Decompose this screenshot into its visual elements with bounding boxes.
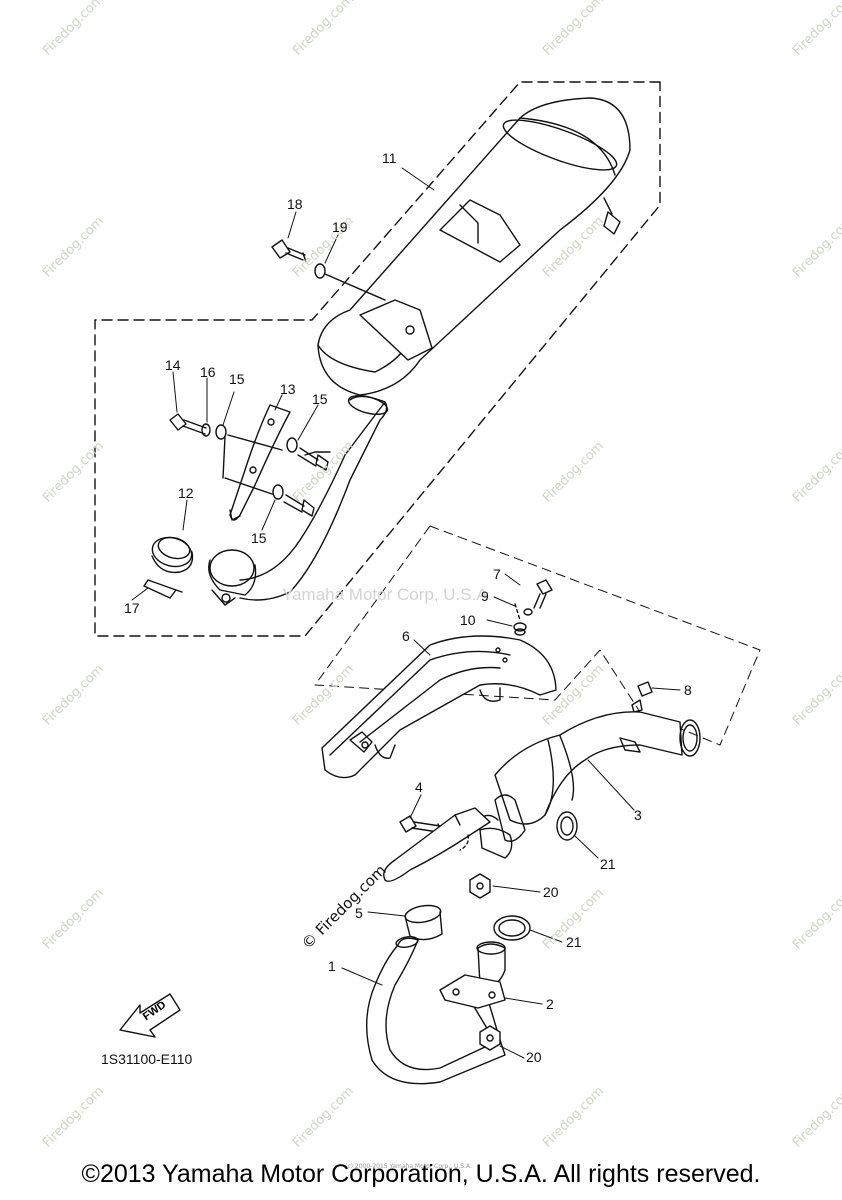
callout-5: 5	[355, 905, 363, 921]
callout-11: 11	[382, 150, 397, 166]
muffler-mount-bolt	[271, 239, 386, 301]
muffler-group-outline	[94, 81, 661, 637]
callout-21: 21	[566, 934, 582, 950]
callout-17: 17	[124, 600, 140, 616]
muffler-inlet-pipe	[239, 394, 389, 601]
pipe-sleeve	[404, 904, 443, 941]
callout-16: 16	[200, 364, 216, 380]
muffler-clamp	[143, 536, 257, 606]
callout-9: 9	[481, 588, 489, 604]
callout-1: 1	[328, 958, 336, 974]
exhaust-pipe-middle	[479, 711, 701, 859]
gasket-upper	[556, 811, 578, 841]
bracket-bolt	[631, 681, 653, 713]
exhaust-flange	[439, 941, 506, 1009]
flange-nut-lower	[479, 1025, 501, 1051]
callout-20: 20	[526, 1049, 542, 1065]
flange-nut-upper	[469, 873, 491, 899]
copyright-footer: ©2013 Yamaha Motor Corporation, U.S.A. A…	[81, 1160, 761, 1188]
callout-15: 15	[229, 371, 245, 387]
exhaust-protector	[321, 635, 557, 779]
callout-19: 19	[332, 219, 348, 235]
callout-15: 15	[251, 530, 267, 546]
callout-2: 2	[546, 996, 554, 1012]
callout-3: 3	[634, 807, 642, 823]
callout-6: 6	[402, 628, 410, 644]
callout-21: 21	[600, 856, 616, 872]
callout-18: 18	[287, 196, 303, 212]
callout-7: 7	[493, 566, 501, 582]
callout-10: 10	[460, 612, 476, 628]
protector-fasteners	[169, 413, 331, 517]
callout-13: 13	[280, 381, 296, 397]
callout-8: 8	[684, 682, 692, 698]
callout-12: 12	[178, 485, 194, 501]
center-watermark: Yamaha Motor Corp, U.S.A.	[282, 585, 493, 604]
protector-group-outline	[314, 525, 761, 746]
fwd-arrow	[119, 993, 181, 1038]
callout-15: 15	[312, 391, 328, 407]
muffler	[317, 97, 631, 396]
callout-4: 4	[415, 779, 423, 795]
diagram-code: 1S31100-E110	[101, 1051, 193, 1067]
tiny-note: (c) 2000-2015 Yamaha Motor Corp., U.S.A.	[345, 1163, 472, 1170]
joint-pipe-segment	[383, 807, 491, 882]
muffler-protector	[229, 404, 291, 521]
callout-20: 20	[543, 884, 559, 900]
protector-screw-set	[513, 579, 553, 636]
callout-14: 14	[165, 357, 181, 373]
leader-lines	[131, 167, 681, 1059]
